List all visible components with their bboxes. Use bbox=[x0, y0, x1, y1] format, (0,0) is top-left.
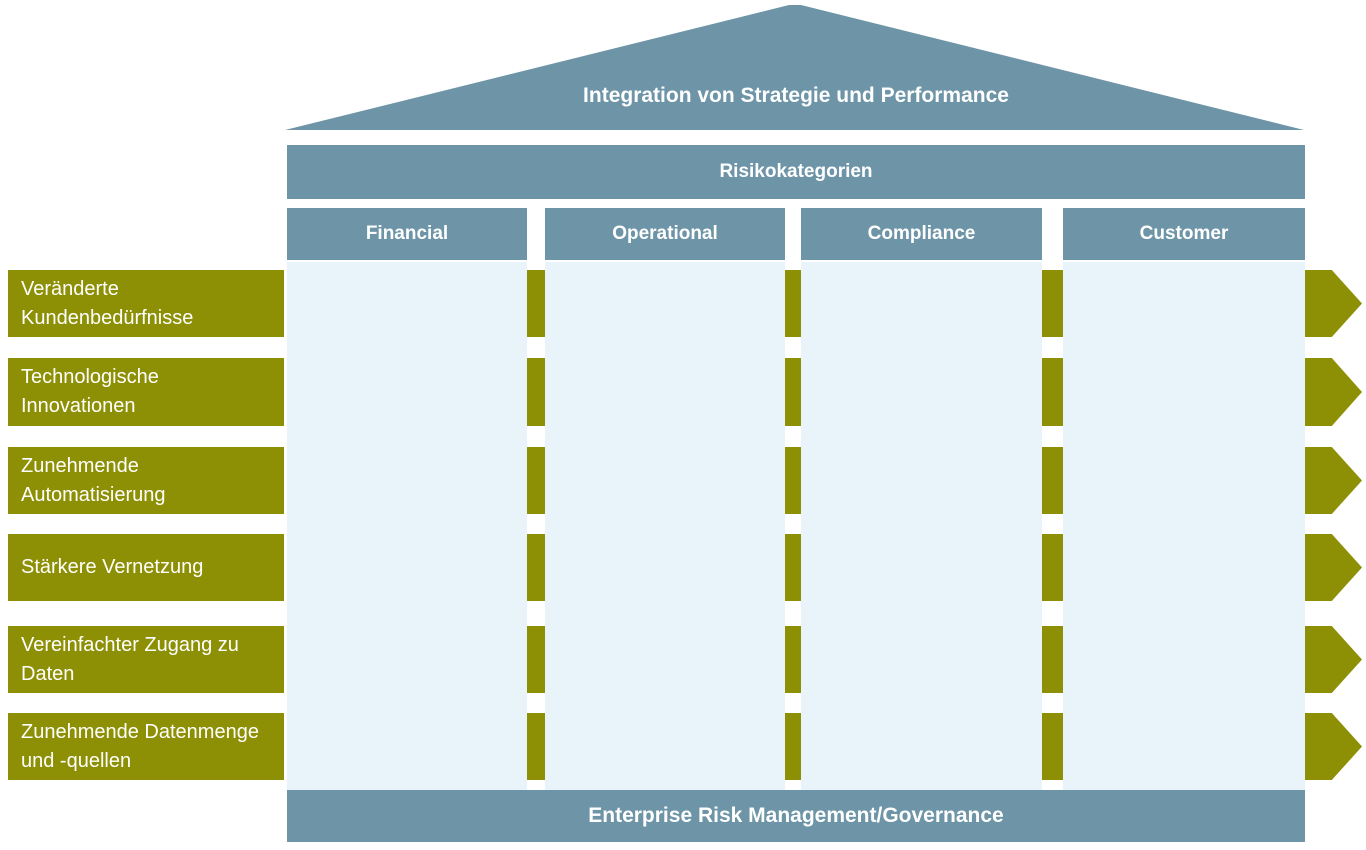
arrow-right-icon bbox=[1305, 358, 1362, 426]
flow-bar bbox=[1042, 534, 1063, 601]
risk-categories-label: Risikokategorien bbox=[719, 161, 873, 182]
base-band: Enterprise Risk Management/Governance bbox=[287, 790, 1305, 842]
pillar-header-label: Compliance bbox=[867, 223, 976, 244]
driver-box-3: Zunehmende Automatisierung bbox=[8, 447, 284, 514]
arrow-right-icon bbox=[1305, 626, 1362, 693]
driver-label: Veränderte Kundenbedürfnisse bbox=[21, 277, 194, 329]
arrow-right-icon bbox=[1305, 447, 1362, 514]
driver-label: Zunehmende Automatisierung bbox=[21, 454, 166, 506]
driver-box-6: Zunehmende Datenmenge und -quellen bbox=[8, 713, 284, 780]
flow-bar bbox=[1042, 447, 1063, 514]
pillar-body-financial bbox=[287, 262, 527, 790]
arrow-right-icon bbox=[1305, 270, 1362, 337]
flow-bar bbox=[1042, 270, 1063, 337]
driver-box-1: Veränderte Kundenbedürfnisse bbox=[8, 270, 284, 337]
flow-bar bbox=[785, 713, 801, 780]
flow-bar bbox=[527, 447, 545, 514]
flow-bar bbox=[527, 626, 545, 693]
pillar-header-customer: Customer bbox=[1063, 208, 1305, 260]
driver-label: Vereinfachter Zugang zu Daten bbox=[21, 633, 239, 685]
flow-bar bbox=[1042, 358, 1063, 426]
flow-bar bbox=[1042, 626, 1063, 693]
pillar-header-financial: Financial bbox=[287, 208, 527, 260]
pillar-header-label: Operational bbox=[612, 223, 718, 244]
flow-bar bbox=[785, 270, 801, 337]
driver-label: Stärkere Vernetzung bbox=[21, 556, 204, 578]
flow-bar bbox=[1042, 713, 1063, 780]
pillar-header-label: Financial bbox=[365, 223, 449, 244]
pillar-body-operational bbox=[545, 262, 785, 790]
flow-bar bbox=[785, 447, 801, 514]
arrow-right-icon bbox=[1305, 534, 1362, 601]
driver-box-4: Stärkere Vernetzung bbox=[8, 534, 284, 601]
pillar-header-compliance: Compliance bbox=[801, 208, 1042, 260]
flow-bar bbox=[785, 626, 801, 693]
driver-box-2: Technologische Innovationen bbox=[8, 358, 284, 426]
flow-bar bbox=[785, 358, 801, 426]
base-band-label: Enterprise Risk Management/Governance bbox=[588, 804, 1004, 827]
roof-shape bbox=[285, 5, 1304, 130]
flow-bar bbox=[527, 270, 545, 337]
roof-title: Integration von Strategie und Performanc… bbox=[583, 84, 1009, 107]
arrow-right-icon bbox=[1305, 713, 1362, 780]
pillar-header-label: Customer bbox=[1139, 223, 1229, 244]
pillar-body-compliance bbox=[801, 262, 1042, 790]
risk-categories-band: Risikokategorien bbox=[287, 145, 1305, 199]
pillar-header-operational: Operational bbox=[545, 208, 785, 260]
pillar-body-customer bbox=[1063, 262, 1305, 790]
driver-label: Zunehmende Datenmenge und -quellen bbox=[21, 720, 259, 772]
driver-label: Technologische Innovationen bbox=[21, 366, 159, 417]
driver-box-5: Vereinfachter Zugang zu Daten bbox=[8, 626, 284, 693]
flow-bar bbox=[527, 713, 545, 780]
flow-bar bbox=[527, 358, 545, 426]
flow-bar bbox=[527, 534, 545, 601]
roof-triangle bbox=[285, 5, 1304, 130]
flow-bar bbox=[785, 534, 801, 601]
